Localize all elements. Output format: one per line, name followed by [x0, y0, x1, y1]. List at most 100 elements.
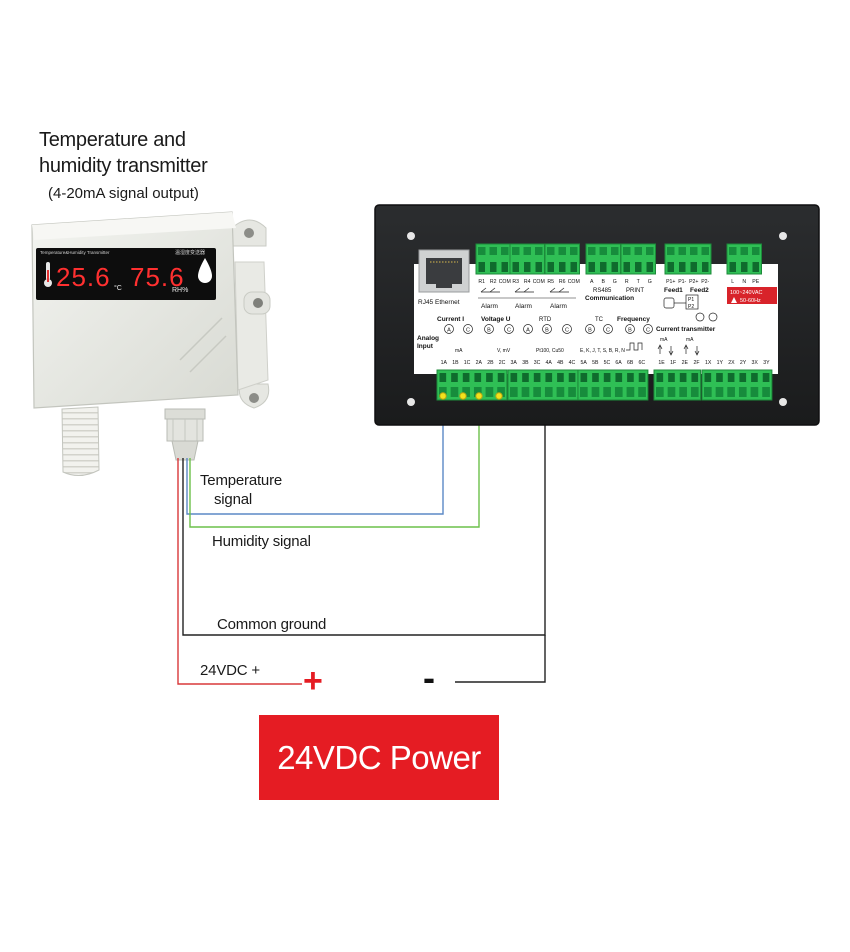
bottom-terminal-label: 3C [534, 360, 541, 366]
input-circle [585, 324, 595, 334]
transmitter-subtitle: (4-20mA signal output) [48, 185, 199, 202]
terminal-wire-hole [535, 262, 542, 272]
terminal-wire-hole [547, 262, 554, 272]
terminal-screw-slot [667, 247, 675, 255]
input-circle-letter: C [606, 328, 610, 334]
alarm-label-2: Alarm [515, 303, 532, 310]
terminal-wire-hole [486, 373, 493, 382]
bottom-terminal-label: 3Y [763, 360, 770, 366]
terminal-wire-hole [501, 262, 508, 272]
transmitter-title-line1: Temperature and [39, 129, 186, 151]
terminal-screw-slot [727, 387, 735, 397]
temperature-signal-label-1: Temperature [200, 472, 283, 489]
terminal-screw-slot [623, 247, 631, 255]
top-terminal-label: G [648, 279, 652, 285]
feed1-label: Feed1 [664, 287, 683, 294]
transmitter-title-line2: humidity transmitter [39, 155, 208, 177]
terminal-marker-2b [495, 392, 503, 400]
bottom-terminal-label: 3B [522, 360, 529, 366]
temperature-unit: °C [114, 284, 122, 292]
ground-wire [182, 400, 546, 636]
bottom-terminal-blocks [436, 369, 773, 401]
bottom-terminal-block [577, 369, 649, 401]
terminal-wire-hole [668, 373, 675, 382]
terminal-wire-hole [741, 262, 748, 272]
power-wire [177, 458, 302, 685]
terminal-wire-hole [451, 373, 458, 382]
bottom-terminal-label: 2F [693, 360, 699, 366]
bottom-terminal-label: 6A [615, 360, 622, 366]
top-terminal-label: R1 [478, 279, 485, 285]
terminal-marker-2a [475, 392, 483, 400]
input-circle-letter: A [526, 328, 530, 334]
terminal-marker-1b [459, 392, 467, 400]
top-terminal-label: T [637, 279, 641, 285]
input-circle [542, 324, 552, 334]
frequency-label: Frequency [617, 316, 650, 323]
terminal-screw-slot [690, 387, 699, 397]
terminal-wire-hole [510, 373, 518, 382]
top-terminal-label: B [602, 279, 606, 285]
temperature-wire [186, 395, 444, 515]
terminal-wire-hole [439, 373, 447, 382]
bottom-terminal-label: 2A [476, 360, 483, 366]
terminal-screw-slot [740, 247, 748, 255]
terminal-wire-hole [524, 262, 531, 272]
input-circle-letter: B [487, 328, 491, 334]
terminal-wire-hole [679, 262, 686, 272]
top-terminal-label: P1+ [666, 279, 675, 285]
input-circle [444, 324, 454, 334]
bottom-terminal-block [507, 369, 579, 401]
warning-icon [731, 297, 737, 303]
terminal-screw-slot [750, 387, 759, 397]
bottom-terminal-label: 3A [511, 360, 518, 366]
tc-types: E, K, J, T, S, B, R, N [580, 348, 625, 354]
bottom-terminal-label: 2Y [740, 360, 747, 366]
top-terminal-label: L [731, 279, 734, 285]
terminal-screw-slot [489, 247, 497, 255]
terminal-screw-slot [656, 387, 664, 397]
terminal-screw-slot [603, 387, 611, 397]
terminal-screw-slot [556, 387, 565, 397]
terminal-screw-slot [535, 247, 543, 255]
terminal-wire-hole [615, 373, 623, 382]
terminal-marker-1a [439, 392, 447, 400]
terminal-screw-slot [729, 247, 737, 255]
bottom-terminal-label: 4A [545, 360, 552, 366]
input-circle [625, 324, 635, 334]
terminal-screw-slot [679, 387, 687, 397]
terminal-screw-slot [521, 387, 530, 397]
bottom-terminal-label: 3X [752, 360, 759, 366]
rtd-types: Pt100, Cu50 [536, 348, 564, 354]
terminal-wire-hole [603, 373, 611, 382]
droplet-icon [198, 258, 212, 283]
power-supply-box: 24VDC Power [259, 715, 499, 800]
terminal-screw-slot [626, 387, 635, 397]
terminal-screw-slot [462, 387, 470, 397]
terminal-screw-slot [485, 387, 494, 397]
top-terminal-blocks [475, 243, 762, 275]
terminal-wire-hole [679, 373, 687, 382]
terminal-wire-hole [570, 262, 577, 272]
input-circle-letter: C [507, 328, 511, 334]
top-terminal-label: COM [568, 279, 580, 285]
ma-label: mA [455, 348, 463, 354]
bottom-terminal-label: 1E [658, 360, 665, 366]
tc-label: TC [595, 317, 604, 323]
bottom-terminal-label: 2X [728, 360, 735, 366]
terminal-screw-slot [752, 247, 760, 255]
terminal-wire-hole [667, 262, 674, 272]
input-circle [603, 324, 613, 334]
terminal-wire-hole [727, 373, 735, 382]
bottom-terminal-label: 5B [592, 360, 599, 366]
terminal-wire-hole [512, 262, 519, 272]
terminal-wire-hole [635, 262, 642, 272]
alarm-label-1: Alarm [481, 303, 498, 310]
top-terminal-label: R6 [559, 279, 566, 285]
terminal-wire-hole [462, 373, 470, 382]
print-label: PRINT [626, 288, 644, 294]
